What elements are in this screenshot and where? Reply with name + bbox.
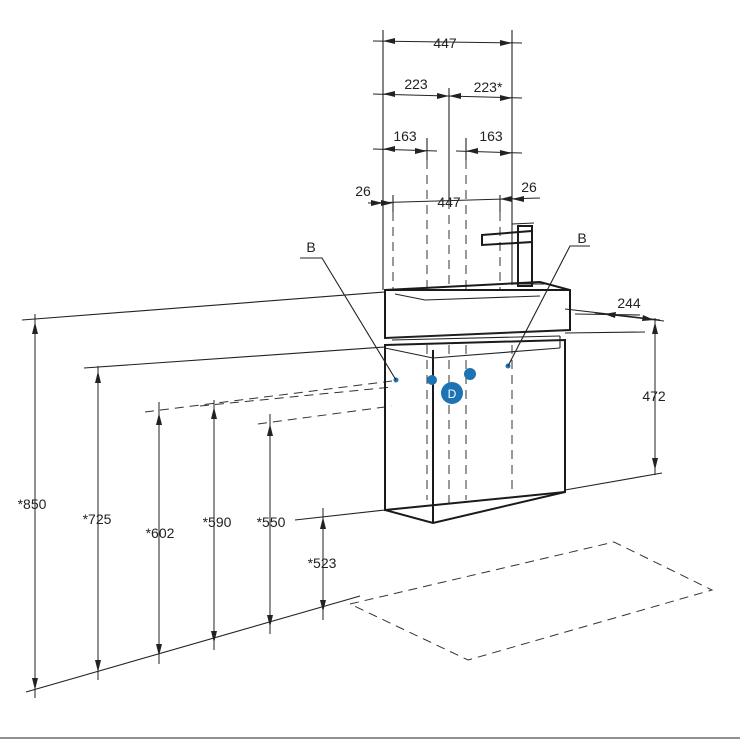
marker-b-right: B xyxy=(577,230,586,246)
drain-marker-d xyxy=(441,382,463,404)
height-523-label: *523 xyxy=(308,555,337,571)
inner-left-label: 163 xyxy=(393,128,417,144)
height-602-label: *602 xyxy=(146,525,175,541)
floor-outline xyxy=(348,541,714,661)
top-width-label: 447 xyxy=(433,35,457,51)
cabinet xyxy=(384,335,566,525)
inner-right-label: 163 xyxy=(479,128,503,144)
drain-connection-small xyxy=(427,375,437,385)
guide-lines xyxy=(392,160,513,505)
top-dimensions: 447 223 223* 163 163 26 26 447 xyxy=(355,30,541,290)
edge-right-label: 26 xyxy=(521,179,537,195)
half-right-label: 223* xyxy=(474,79,503,95)
basin xyxy=(384,280,571,340)
marker-b-left: B xyxy=(306,239,315,255)
cabinet-height-label: 472 xyxy=(642,388,666,404)
height-550-label: *550 xyxy=(257,514,286,530)
height-725-label: *725 xyxy=(83,511,112,527)
height-590-label: *590 xyxy=(203,514,232,530)
edge-left-label: 26 xyxy=(355,183,371,199)
drain-connection-medium xyxy=(464,368,476,380)
half-left-label: 223 xyxy=(404,76,428,92)
depth-dimension: 244 xyxy=(594,295,665,322)
cabinet-height-dimension: 472 xyxy=(642,318,666,475)
faucet xyxy=(481,222,545,287)
b-leaders: B B xyxy=(300,230,590,381)
drain-marker-d-label: D xyxy=(448,387,457,401)
connection-markers: D xyxy=(393,363,511,404)
height-dimensions: *850 *725 *602 *590 *550 *523 xyxy=(18,314,337,698)
depth-label: 244 xyxy=(617,295,641,311)
height-850-label: *850 xyxy=(18,496,47,512)
